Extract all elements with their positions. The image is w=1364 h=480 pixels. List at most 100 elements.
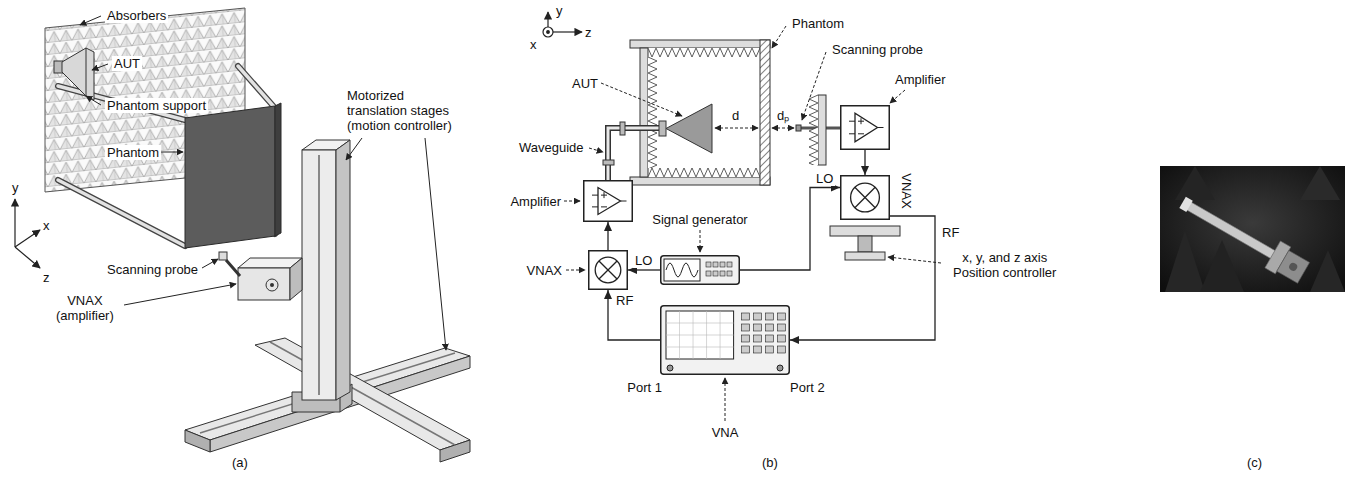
axis-label: y [556,3,563,18]
leader-line [564,26,941,421]
amp-symbol [861,118,862,124]
amp-symbol [601,206,607,207]
phantom-support [58,180,185,246]
phantom [275,103,281,236]
part-label: Phantom support [105,98,208,113]
part-label: AUT [570,76,600,91]
probe-photo [1175,189,1312,286]
test-enclosure [648,48,760,57]
vna-symbol [660,305,790,375]
distance-marker [772,128,794,129]
vna-symbol [742,335,750,342]
signal-label: RF [940,225,961,240]
leader-line [86,96,101,105]
phantom [185,103,281,248]
leader-line [124,284,236,305]
distance-marker [715,128,758,129]
test-enclosure [648,168,760,177]
vertical-column [302,150,336,400]
leader-line [725,378,726,421]
gen-symbol [660,255,740,285]
vna-symbol [766,335,774,342]
gen-symbol [720,262,725,267]
gen-symbol [720,271,725,276]
amp-symbol [598,188,621,215]
vna-symbol [666,323,734,324]
part-label: x, y, and z axis Position controller [951,250,1058,280]
amp-symbol [592,195,598,196]
part-label: VNAX (amplifier) [54,293,116,323]
vna-symbol [754,335,762,342]
part-label: Phantom [105,145,161,160]
amp-symbol [858,133,864,134]
axis-triad [15,199,40,268]
vnax-module [226,260,240,276]
part-label: Motorized translation stages (motion con… [345,88,454,133]
vna-symbol [661,306,790,375]
vna-instrument: Port 1Port 2VNA [660,305,790,375]
signal-label: LO [633,253,654,268]
translation-rails [255,338,470,450]
port-label: Port 1 [627,380,662,395]
panel-label: (a) [232,455,248,470]
instrument-label: VNA [712,425,739,440]
waveguide [620,122,625,135]
vna-symbol [666,335,734,336]
part-label: Phantom [790,16,846,31]
probe-photo [1160,166,1345,292]
signal-connector [861,150,869,175]
mix-symbol [588,250,628,290]
axis-triad [14,199,15,247]
vna-symbol [777,365,783,371]
amp-symbol [849,133,855,134]
gen-symbol [664,259,700,281]
leader-line [161,152,183,153]
mix-symbol [841,176,890,220]
vnax-label: VNAX [527,263,562,278]
test-enclosure [630,40,770,185]
horn-antenna [659,104,712,153]
vna-symbol [742,324,750,331]
signal-line [740,188,840,271]
dimension-label: d [730,108,741,123]
mix-symbol [599,261,617,279]
signal-connector [790,216,935,344]
leader-line [802,52,826,120]
dimension-label: dₚ [775,108,791,123]
vna-symbol [754,346,762,353]
phantom-support [58,180,185,246]
amp-symbol [849,121,855,122]
leader-line [346,138,362,160]
instrument-label: Signal generator [652,212,747,227]
mix-symbol [595,257,621,283]
horn-antenna [62,48,94,100]
part-label: Absorbers [105,8,168,23]
mix-symbol [851,183,880,212]
vnax-module [238,268,290,300]
axis-label: z [43,270,50,285]
scanning-probe [818,95,826,165]
gen-symbol [727,262,732,267]
signal-connector [604,222,612,250]
gen-symbol [661,256,740,285]
arrowhead [604,222,612,231]
vna-symbol [666,347,734,348]
leader-line [772,26,786,48]
test-enclosure [760,40,770,185]
amp-symbol [878,127,884,128]
probe-photo [1175,166,1215,200]
arrowhead [790,336,799,344]
vna-symbol [766,313,774,320]
leader-line [890,90,905,103]
amplifier-label: Amplifier [895,72,946,87]
mix-symbol [840,175,890,220]
probe-photo [1300,166,1340,200]
axis-triad [547,31,550,34]
gen-symbol [666,263,698,277]
amp-symbol [604,192,605,198]
leader-line [589,148,603,152]
vnax-module [219,252,227,260]
leader-line [80,16,101,25]
gen-symbol [706,271,711,276]
